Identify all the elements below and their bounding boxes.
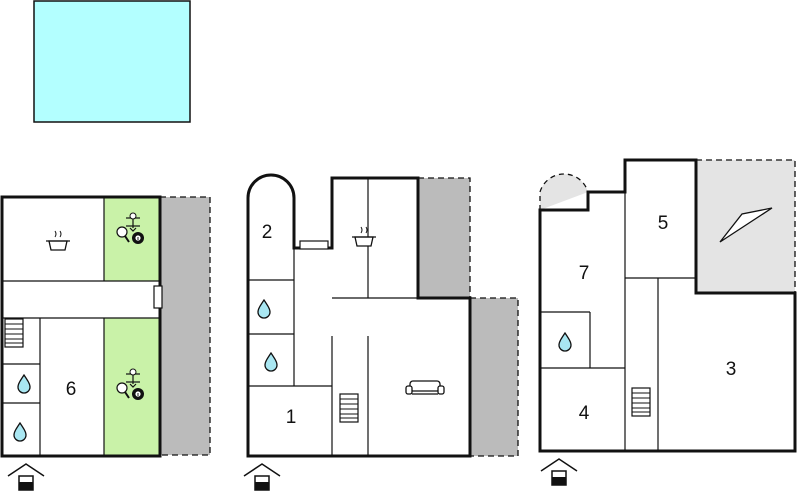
inner-walls-b	[248, 178, 418, 456]
entrance-icon	[7, 463, 45, 491]
game-room-top	[104, 197, 160, 281]
outer-wall-b	[246, 173, 472, 458]
room-label: 2	[262, 222, 273, 243]
window-icon	[153, 285, 163, 309]
pot-icon	[351, 226, 377, 247]
entrance-icon	[243, 463, 281, 491]
water-drop-icon	[264, 352, 278, 372]
outer-wall-c	[538, 158, 797, 453]
room-label: 6	[66, 379, 77, 400]
terrace-a	[159, 196, 211, 456]
room-label: 5	[658, 213, 669, 234]
water-drop-icon	[17, 374, 31, 394]
room-label: 4	[579, 403, 590, 424]
stairs-icon	[339, 393, 359, 423]
roof-terrace	[695, 159, 796, 294]
floor-plan-a: 6	[0, 195, 211, 491]
water-drop-icon	[13, 422, 27, 442]
balcony-dome	[539, 173, 589, 210]
floor-plan-c: 7 5 3 4	[538, 158, 797, 486]
terrace-b-upper	[417, 177, 471, 299]
sofa-icon	[405, 380, 445, 395]
pot-icon	[45, 230, 71, 251]
outer-wall-a	[0, 195, 162, 458]
water-drop-icon	[257, 299, 271, 319]
room-label: 7	[579, 263, 590, 284]
stairs-icon	[631, 387, 651, 417]
room-label: 1	[286, 407, 297, 428]
stairs-icon	[4, 318, 24, 348]
compass-north-icon	[719, 207, 773, 243]
room-label: 3	[726, 359, 737, 380]
game-room-bottom	[104, 318, 160, 456]
terrace-b-lower	[469, 297, 519, 457]
floor-plan-b: 2 1	[243, 173, 519, 491]
water-drop-icon	[558, 332, 572, 352]
inner-walls-a	[2, 197, 160, 456]
window-icon	[299, 240, 329, 250]
entrance-icon	[540, 458, 578, 486]
pool-area	[33, 0, 191, 123]
inner-walls-c	[540, 192, 696, 451]
